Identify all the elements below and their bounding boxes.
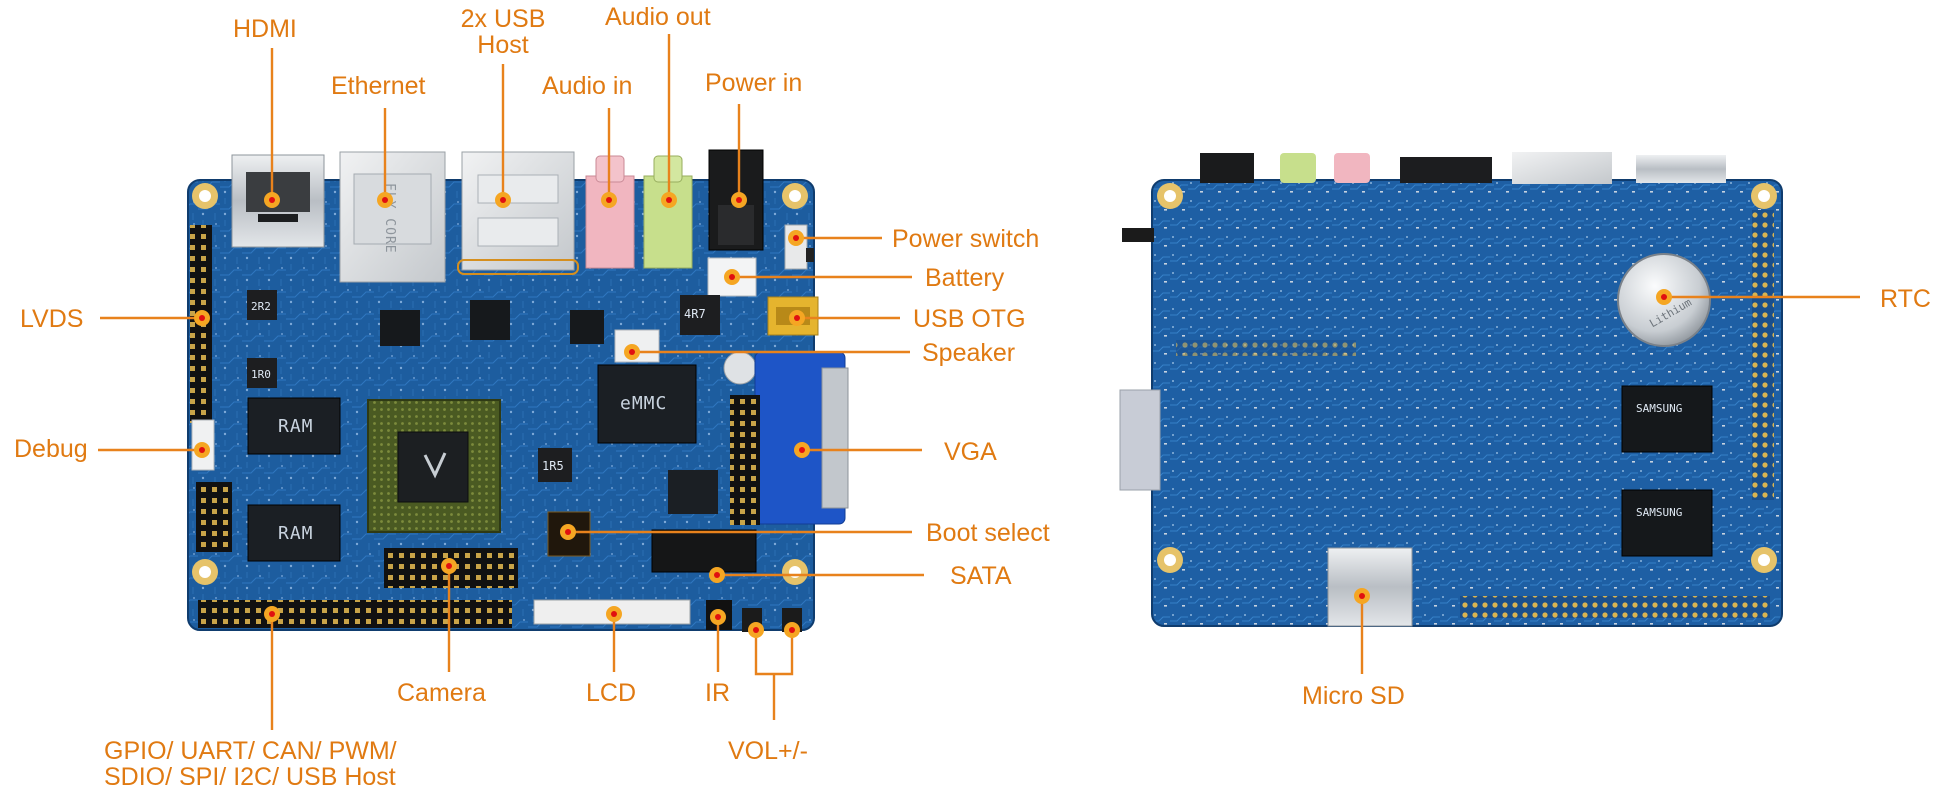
label-rtc: RTC — [1880, 285, 1931, 313]
inductor-1r0: 1R0 — [251, 368, 271, 381]
capacitor — [723, 351, 757, 385]
label-hdmi: HDMI — [233, 15, 297, 43]
inductor-4r7: 4R7 — [684, 307, 706, 321]
back-vga — [1119, 389, 1161, 491]
back-switch — [1122, 228, 1154, 242]
back-pads — [1176, 340, 1356, 356]
label-usb-host-line2: Host — [477, 31, 529, 59]
ethernet-port: FLY CORE — [339, 151, 446, 283]
mounting-holes — [192, 183, 808, 585]
back-power-jack — [1200, 153, 1254, 183]
label-boot-select: Boot select — [926, 519, 1050, 547]
back-hdmi — [1636, 155, 1726, 183]
marker-dots — [194, 192, 1672, 638]
back-board: SAMSUNG SAMSUNG Lithium — [1119, 152, 1783, 627]
vga-connector — [730, 351, 849, 525]
ic-chip — [570, 310, 604, 344]
label-micro-sd: Micro SD — [1302, 682, 1405, 710]
back-usb-host — [1400, 157, 1492, 183]
back-side-pads — [1752, 210, 1774, 500]
back-ram-bottom-label: SAMSUNG — [1636, 506, 1682, 519]
emmc-label: eMMC — [620, 393, 667, 414]
label-debug: Debug — [14, 435, 88, 463]
micro-sd-slot — [1327, 547, 1413, 627]
inductor-1r5: 1R5 — [542, 459, 564, 473]
ram-chip-top: RAM — [247, 397, 341, 455]
label-speaker: Speaker — [922, 339, 1016, 367]
label-vol: VOL+/- — [728, 737, 808, 765]
back-mounting-holes — [1157, 183, 1777, 573]
gpio-header — [198, 600, 512, 628]
debug-header — [196, 482, 232, 552]
label-ethernet: Ethernet — [331, 72, 426, 100]
label-ir: IR — [705, 679, 730, 707]
front-board: FLY CORE — [187, 149, 849, 632]
label-usb-host: 2x USB Host — [443, 6, 563, 58]
inductor-2r2: 2R2 — [251, 300, 271, 313]
back-ram-bottom: SAMSUNG — [1621, 489, 1713, 557]
ic-chip — [470, 300, 510, 340]
ic-chip — [380, 310, 420, 346]
label-camera: Camera — [397, 679, 486, 707]
back-ethernet — [1512, 152, 1612, 184]
label-battery: Battery — [925, 264, 1005, 292]
leader-lines — [98, 34, 1860, 730]
ram-bottom-label: RAM — [278, 523, 314, 544]
inductors: 2R2 1R0 1R5 4R7 — [247, 290, 720, 482]
label-power-switch: Power switch — [892, 225, 1040, 253]
label-usb-host-line1: 2x USB — [460, 5, 546, 33]
ram-chip-bottom: RAM — [247, 504, 341, 562]
label-gpio-line2: SDIO/ SPI/ I2C/ USB Host — [104, 763, 396, 791]
ic-chip — [668, 470, 718, 514]
back-audio-in — [1334, 153, 1370, 183]
emmc-chip: eMMC — [597, 364, 697, 444]
usb-host-ports — [457, 151, 579, 275]
back-header-pads — [1460, 596, 1770, 618]
label-sata: SATA — [950, 562, 1012, 590]
soc-processor — [367, 399, 501, 533]
ram-top-label: RAM — [278, 416, 314, 437]
label-vga: VGA — [944, 438, 997, 466]
label-audio-out: Audio out — [605, 3, 711, 31]
label-gpio: GPIO/ UART/ CAN/ PWM/ SDIO/ SPI/ I2C/ US… — [104, 738, 397, 790]
sata-connector — [651, 529, 757, 573]
back-ram-top-label: SAMSUNG — [1636, 402, 1682, 415]
back-ram-top: SAMSUNG — [1621, 385, 1713, 453]
label-gpio-line1: GPIO/ UART/ CAN/ PWM/ — [104, 737, 397, 765]
label-power-in: Power in — [705, 69, 803, 97]
back-audio-out — [1280, 153, 1316, 183]
hdmi-port — [231, 154, 325, 248]
label-lcd: LCD — [586, 679, 637, 707]
label-usb-otg: USB OTG — [913, 305, 1026, 333]
label-audio-in: Audio in — [542, 72, 633, 100]
leader-vol-bracket — [754, 630, 794, 676]
label-lvds: LVDS — [20, 305, 84, 333]
